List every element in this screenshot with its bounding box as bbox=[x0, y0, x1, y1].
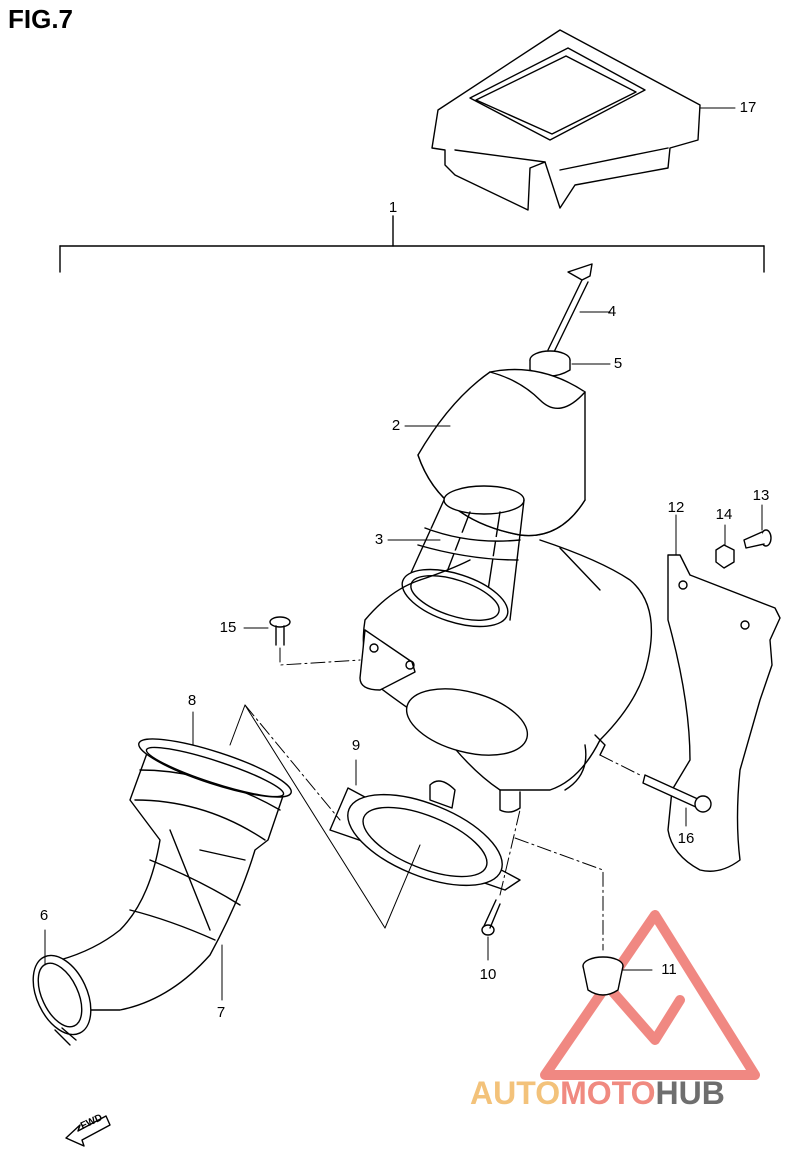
callout-7: 7 bbox=[216, 1004, 226, 1021]
callout-8: 8 bbox=[187, 692, 197, 709]
part-4-wing-bolt bbox=[547, 263, 611, 353]
part-10-screw bbox=[481, 809, 521, 961]
part-11-drain-cap bbox=[514, 837, 653, 996]
part-5-washer bbox=[529, 350, 611, 377]
callout-16: 16 bbox=[677, 830, 695, 847]
fwd-arrow-icon bbox=[65, 1115, 111, 1147]
figure-title: FIG.7 bbox=[8, 4, 74, 34]
callout-10: 10 bbox=[479, 966, 497, 983]
watermark-logo-icon bbox=[540, 910, 760, 1080]
part-8-clamp-ring bbox=[138, 711, 292, 798]
part-12-side-plate bbox=[667, 514, 781, 872]
callout-9: 9 bbox=[351, 737, 361, 754]
callout-2: 2 bbox=[391, 417, 401, 434]
assembly-bracket-1 bbox=[59, 215, 765, 273]
callout-11: 11 bbox=[661, 961, 677, 978]
part-17-cover bbox=[431, 29, 736, 211]
part-15-screw bbox=[243, 616, 361, 666]
callout-3: 3 bbox=[374, 531, 384, 548]
callout-6: 6 bbox=[39, 907, 49, 924]
part-13-bolt bbox=[743, 504, 772, 549]
callout-5: 5 bbox=[613, 355, 623, 372]
callout-15: 15 bbox=[219, 619, 237, 636]
watermark-part-hub: HUB bbox=[655, 1075, 725, 1111]
part-9-joint-flange bbox=[329, 759, 521, 891]
watermark-text: AUTOMOTOHUB bbox=[470, 1075, 725, 1112]
callout-17: 17 bbox=[739, 99, 757, 116]
part-16-bolt bbox=[599, 754, 712, 827]
part-6-clamp-band bbox=[32, 929, 92, 1046]
watermark-part-moto: MOTO bbox=[560, 1075, 656, 1111]
callout-1: 1 bbox=[388, 199, 398, 216]
callout-4: 4 bbox=[607, 303, 617, 320]
callout-12: 12 bbox=[667, 499, 685, 516]
callout-14: 14 bbox=[715, 506, 733, 523]
flange-v-leader bbox=[229, 704, 421, 929]
part-3-filter-cage bbox=[387, 485, 525, 628]
part-14-nut bbox=[715, 524, 735, 569]
part-1-air-cleaner-case bbox=[359, 539, 653, 813]
callout-13: 13 bbox=[752, 487, 770, 504]
part-7-intake-tube bbox=[59, 744, 286, 1011]
watermark-part-auto: AUTO bbox=[470, 1075, 561, 1111]
